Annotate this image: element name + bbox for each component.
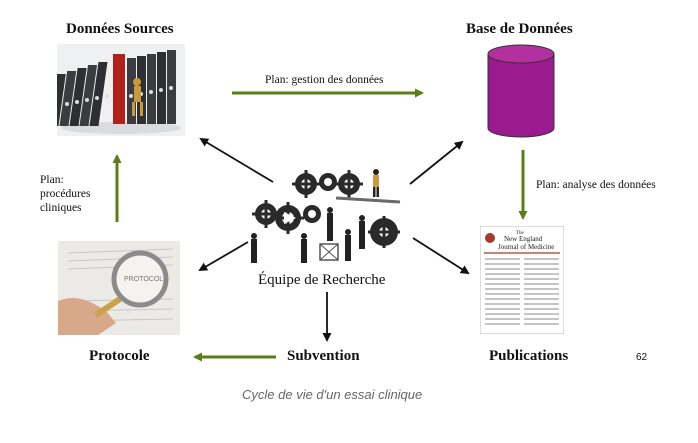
edge-label-procedures: Plan: procédures cliniques xyxy=(40,173,90,215)
edge-label-analyse: Plan: analyse des données xyxy=(536,179,656,191)
node-base-de-donnees: Base de Données xyxy=(466,21,573,37)
figure-caption: Cycle de vie d'un essai clinique xyxy=(242,387,423,402)
journal-title-line3: Journal of Medicine xyxy=(498,243,554,251)
node-subvention: Subvention xyxy=(287,348,360,364)
arrow-equipe-to-publications xyxy=(412,237,470,275)
edge-label-procedures-line2: procédures xyxy=(40,188,91,200)
journal-title-line2: New England xyxy=(504,235,543,243)
node-equipe-de-recherche: Équipe de Recherche xyxy=(258,272,386,288)
node-donnees-sources: Données Sources xyxy=(66,21,174,37)
arrow-equipe-to-sources xyxy=(199,137,274,183)
database-icon xyxy=(487,44,555,138)
protocol-magnifier-image: PROTOCOL xyxy=(58,241,180,335)
arrow-equipe-to-database xyxy=(409,140,464,185)
research-team-gears-image xyxy=(251,169,401,263)
edge-label-procedures-line3: cliniques xyxy=(40,202,82,214)
journal-cover-image: The New England Journal of Medicine xyxy=(480,226,564,334)
journal-title-line1: The xyxy=(516,231,525,236)
page-number: 62 xyxy=(636,352,648,363)
arrow-equipe-to-protocole xyxy=(198,241,249,272)
edge-label-procedures-line1: Plan: xyxy=(40,174,64,186)
node-protocole: Protocole xyxy=(89,348,150,364)
protocol-card-text: PROTOCOL xyxy=(124,276,163,283)
binders-image xyxy=(57,44,185,136)
edge-label-gestion: Plan: gestion des données xyxy=(265,74,384,86)
node-publications: Publications xyxy=(489,348,569,364)
